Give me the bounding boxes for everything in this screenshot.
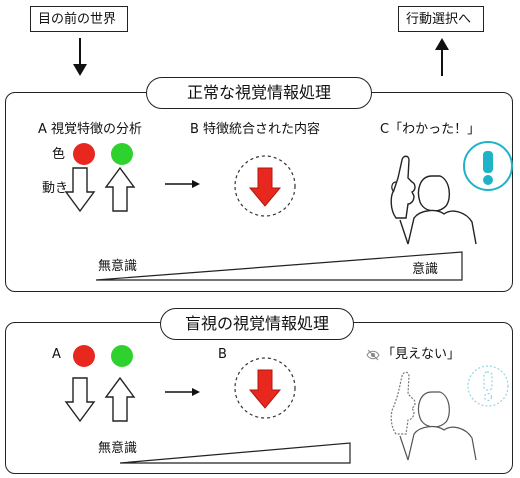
blindsight-title: 盲視の視覚情報処理	[160, 308, 354, 340]
blindsight-step-a-label: A	[52, 347, 61, 362]
normal-processing-title: 正常な視覚情報処理	[146, 77, 372, 109]
down-arrow-icon	[73, 38, 87, 76]
integrated-content-circle	[234, 155, 296, 217]
blindsight-unconscious-label: 無意識	[98, 441, 138, 456]
blindsight-step-c-label: 「見えない」	[382, 347, 461, 362]
hollow-down-arrow-icon	[64, 167, 96, 213]
right-arrow-icon	[165, 180, 200, 188]
crossed-eye-icon	[366, 349, 380, 361]
green-circle-icon	[111, 345, 133, 367]
awareness-wedge	[95, 251, 463, 281]
up-arrow-icon	[435, 38, 449, 76]
person-aha-icon	[390, 141, 513, 245]
motion-label: 動き	[42, 181, 69, 196]
hollow-up-arrow-icon	[104, 166, 136, 212]
output-box: 行動選択へ	[398, 6, 484, 32]
input-box-label: 目の前の世界	[38, 12, 117, 27]
step-b-label: B 特徴統合された内容	[190, 122, 321, 137]
input-box: 目の前の世界	[30, 6, 128, 32]
person-unaware-icon	[390, 365, 509, 461]
conscious-label: 意識	[412, 262, 439, 277]
red-circle-icon	[73, 143, 95, 165]
color-label: 色	[52, 147, 66, 162]
red-circle-icon	[73, 345, 95, 367]
step-a-label: A 視覚特徴の分析	[38, 122, 143, 137]
hollow-up-arrow-icon	[104, 376, 136, 422]
integrated-content-circle	[234, 357, 296, 419]
output-box-label: 行動選択へ	[406, 12, 472, 27]
step-c-label: C「わかった！」	[380, 122, 481, 137]
blindsight-step-b-label: B	[218, 347, 227, 362]
right-arrow-icon	[165, 388, 200, 396]
green-circle-icon	[111, 143, 133, 165]
hollow-down-arrow-icon	[64, 377, 96, 423]
unconscious-label: 無意識	[98, 259, 138, 274]
blindsight-awareness-wedge	[119, 442, 351, 464]
